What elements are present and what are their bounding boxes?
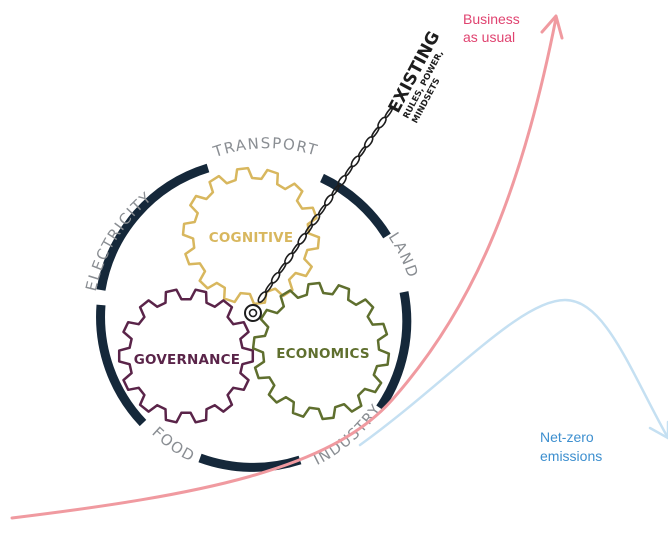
business-label-line1: Business (463, 11, 520, 27)
ring-segment (320, 173, 391, 239)
sector-label-food: FOOD (149, 423, 199, 466)
sector-label-electricity: ELECTRICITY (82, 188, 156, 293)
net-zero-curve (358, 298, 668, 447)
ring-segment (96, 304, 147, 427)
net-zero-label-line1: Net-zero (540, 429, 594, 445)
governance-label: GOVERNANCE (134, 352, 240, 368)
economics-label: ECONOMICS (276, 346, 370, 362)
sector-label-transport: TRANSPORT (210, 134, 320, 161)
net-zero-arrow-head (648, 420, 668, 440)
existing-chain (257, 106, 394, 304)
business-label-line2: as usual (463, 29, 515, 45)
net-zero-label-line2: emissions (540, 448, 602, 464)
governance-gear (117, 288, 255, 424)
ring-segment (376, 291, 412, 411)
chain-link (384, 106, 394, 119)
sector-label-land: LAND (385, 229, 422, 281)
business-arrow-head (540, 14, 564, 40)
ring-segment (96, 163, 210, 291)
chain-anchor (244, 304, 262, 322)
existing-label-group: EXISTING RULES, POWER, MINDSETS (385, 28, 446, 125)
economics-gear (251, 281, 391, 421)
cognitive-label: COGNITIVE (209, 230, 294, 246)
business-as-usual-curve (10, 16, 558, 520)
